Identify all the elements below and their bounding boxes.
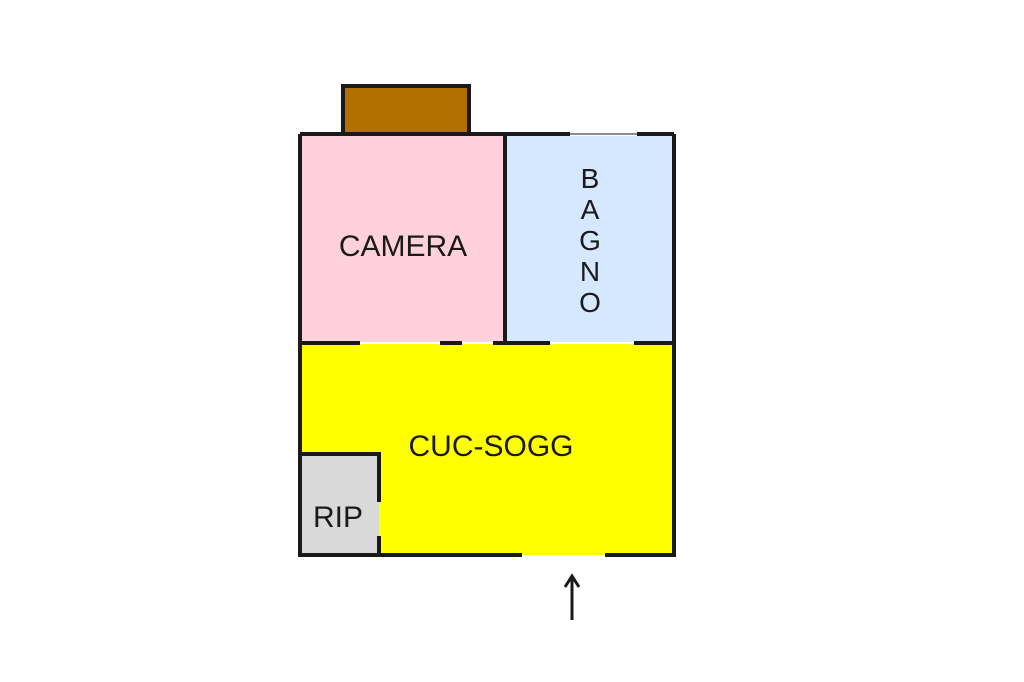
label-rip: RIP xyxy=(313,501,363,534)
label-bagno-letter: O xyxy=(579,287,601,318)
label-bagno-letter: N xyxy=(580,256,600,287)
label-bagno-letter: G xyxy=(579,225,601,256)
room-camera xyxy=(302,136,505,342)
label-camera: CAMERA xyxy=(339,230,467,263)
label-bagno-letter: B xyxy=(581,163,600,194)
label-cuc-sogg: CUC-SOGG xyxy=(409,430,574,463)
room-rip xyxy=(302,454,379,555)
up-arrow-icon xyxy=(563,573,581,620)
outer-walls xyxy=(298,132,676,557)
room-bagno xyxy=(507,136,672,342)
interior-walls xyxy=(300,134,674,557)
balcony xyxy=(341,84,471,136)
label-bagno-letter: A xyxy=(581,194,600,225)
